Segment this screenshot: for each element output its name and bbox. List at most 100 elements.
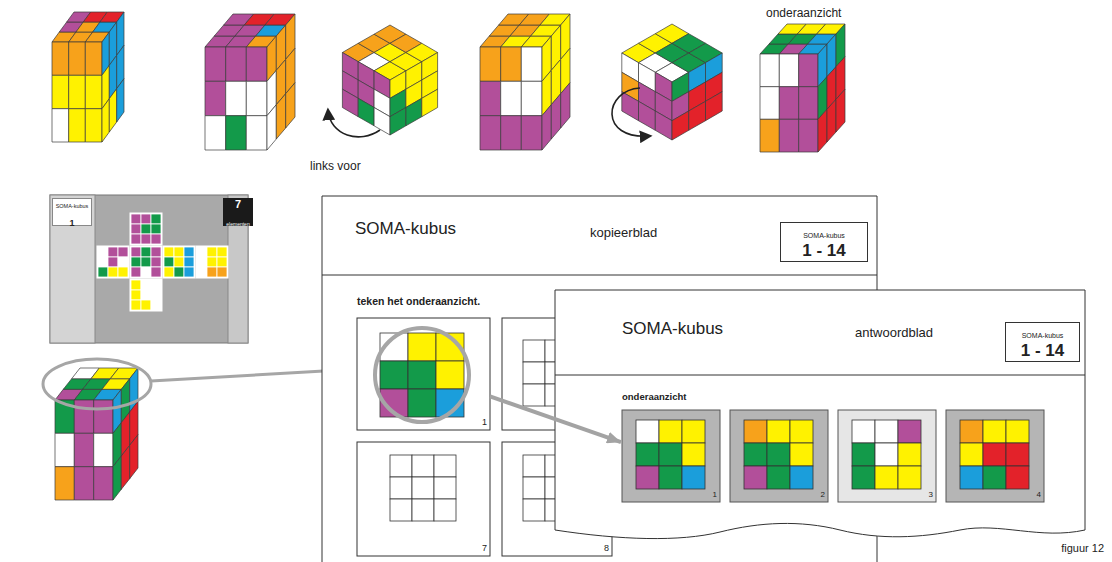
grid-cell xyxy=(852,420,875,443)
cube-cell xyxy=(246,81,267,115)
cube-cell xyxy=(205,81,226,115)
cube-cell xyxy=(799,87,818,120)
text-slot: kopieerblad xyxy=(590,223,657,241)
grid-cell xyxy=(875,466,898,489)
soma-cube xyxy=(52,12,124,142)
net-cell xyxy=(141,234,151,244)
thumbnail-label: SOMA-kubus 1 xyxy=(52,198,92,226)
net-cell xyxy=(164,267,174,277)
sheet-outline xyxy=(555,290,1085,539)
text-slot: 1 - 14 xyxy=(802,242,845,261)
net-frame xyxy=(97,246,130,279)
grid-cell xyxy=(852,466,875,489)
text-slot: SOMA-kubus xyxy=(803,224,845,242)
cube-cell xyxy=(286,83,295,128)
grid-cell xyxy=(390,499,412,521)
panel-frame xyxy=(622,410,720,502)
grid-cell xyxy=(983,443,1006,466)
net-cell xyxy=(197,247,207,257)
grid-cell xyxy=(790,443,813,466)
net-cell xyxy=(141,247,151,257)
grid-cell xyxy=(1006,466,1029,489)
view-panel: 2 xyxy=(730,410,828,502)
cube-cell xyxy=(69,42,86,75)
grid-cell xyxy=(390,477,412,499)
cube-cell xyxy=(551,94,560,139)
cube-cell xyxy=(390,108,406,136)
cube-cell xyxy=(109,89,116,132)
text-slot: onderaanzicht xyxy=(622,386,686,404)
counter-text: elementen xyxy=(226,222,249,228)
cube-cell xyxy=(480,81,501,115)
sheet-text: kopieerblad xyxy=(590,226,657,240)
cube-cell xyxy=(406,98,422,126)
cube-cell xyxy=(655,111,672,140)
cube-cell xyxy=(639,101,656,130)
view-panel: 8 xyxy=(502,442,612,556)
net-cell xyxy=(118,257,128,267)
cube-cell xyxy=(779,119,798,152)
net-cell xyxy=(217,267,227,277)
panel-number: 7 xyxy=(482,544,487,554)
net-cell xyxy=(174,267,184,277)
text-slot: 1 xyxy=(713,483,717,501)
pointer-arrow xyxy=(490,396,621,442)
cube-cell xyxy=(74,400,93,433)
view-panel: 3 xyxy=(838,410,936,502)
text-slot: SOMA-kubus xyxy=(56,194,89,212)
net-cell xyxy=(131,247,141,257)
grid-cell xyxy=(434,477,456,499)
sheet-id-box: SOMA-kubus1 - 14 xyxy=(780,222,868,262)
net-cell xyxy=(164,247,174,257)
net-cell xyxy=(217,247,227,257)
cube-cell xyxy=(374,108,390,136)
cube-cell xyxy=(422,89,438,117)
text-slot: antwoordblad xyxy=(855,323,933,341)
cube-cell xyxy=(501,81,522,115)
grid-cell xyxy=(744,420,767,443)
net-cell xyxy=(141,214,151,224)
text-slot: SOMA-kubus xyxy=(1022,324,1064,342)
cube-cell xyxy=(52,75,69,108)
label-text: 1 xyxy=(69,219,74,229)
grid-cell xyxy=(852,443,875,466)
view-panel: 1 xyxy=(622,410,720,502)
net-cell xyxy=(131,224,141,234)
net-cell xyxy=(174,257,184,267)
rotation-arrow xyxy=(612,88,650,136)
cube-cell xyxy=(226,116,247,150)
text-slot: 2 xyxy=(821,483,825,501)
net-cell xyxy=(151,224,161,234)
grid-cell xyxy=(636,443,659,466)
text-slot: SOMA-kubus xyxy=(622,320,723,339)
cube-cell xyxy=(542,105,551,150)
panel-frame xyxy=(357,318,490,430)
grid-cell xyxy=(767,420,790,443)
text-slot: 1 xyxy=(69,212,74,230)
panel-number: 3 xyxy=(929,491,933,500)
cube-cell xyxy=(760,119,779,152)
cube-cell xyxy=(85,109,102,142)
net-cell xyxy=(151,234,161,244)
cube-cell xyxy=(117,79,124,122)
panel-frame xyxy=(946,410,1044,502)
net-cell xyxy=(118,247,128,257)
label-text: SOMA-kubus xyxy=(56,203,89,209)
grid-cell xyxy=(790,466,813,489)
cube-cell xyxy=(521,81,542,115)
cube-cell xyxy=(358,98,374,126)
sheet-rule xyxy=(555,375,1085,376)
cube-cell xyxy=(836,89,845,132)
net-cell xyxy=(118,267,128,277)
worksheet: SOMA-kubus1 - 14178SOMA-kubuskopieerblad… xyxy=(322,196,877,562)
cube-cell xyxy=(779,54,798,87)
grid-cell xyxy=(960,466,983,489)
worksheet: SOMA-kubus1 - 141234SOMA-kubusantwoordbl… xyxy=(555,290,1085,535)
cube-cell xyxy=(102,99,109,142)
cube-cell xyxy=(121,445,129,489)
soma-cube xyxy=(480,14,570,150)
cube-cell xyxy=(226,47,247,81)
net-cell xyxy=(108,267,118,277)
id-text: SOMA-kubus xyxy=(1022,332,1064,340)
